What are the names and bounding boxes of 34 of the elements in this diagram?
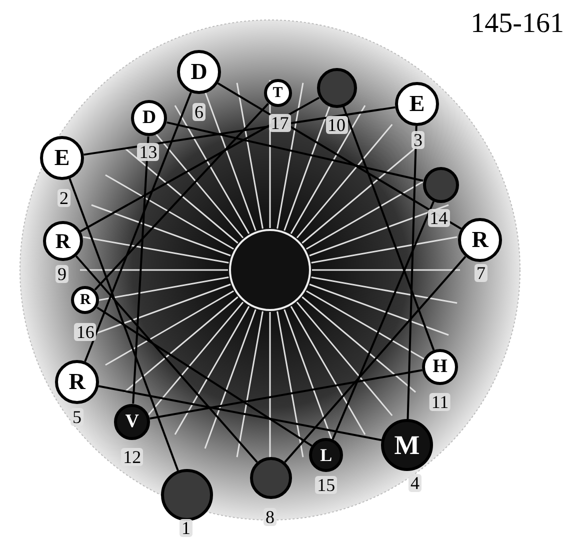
connector-line	[342, 106, 435, 350]
residue-number: 10	[326, 116, 348, 134]
residue-number: 9	[55, 265, 68, 284]
residue-number: 8	[264, 508, 276, 526]
residue-number: 12	[121, 448, 144, 466]
connector-line	[94, 103, 269, 290]
residue-number: 14	[428, 208, 450, 227]
connector-line	[406, 126, 418, 420]
connector-line	[166, 121, 424, 182]
title: 145-161	[470, 8, 564, 40]
connector-line	[68, 178, 179, 471]
residue-number: 16	[74, 323, 96, 342]
residue-number: 17	[268, 114, 291, 132]
residue-number: 2	[58, 189, 70, 207]
residue-number: 7	[474, 264, 488, 282]
connector-line	[84, 92, 192, 362]
connector-line	[84, 106, 396, 156]
residue-number: 3	[412, 131, 424, 149]
connector-line	[96, 306, 312, 447]
residue-number: 5	[70, 408, 84, 426]
connector-line	[75, 255, 258, 463]
connector-line	[332, 200, 435, 440]
residue-number: 4	[408, 474, 422, 492]
connector-line	[80, 96, 320, 232]
connector-line	[132, 136, 150, 404]
residue-number: 11	[429, 393, 451, 411]
residue-number: 15	[315, 476, 338, 494]
connector-line	[150, 369, 422, 420]
residue-number: 6	[192, 103, 206, 121]
residue-number: 13	[137, 143, 160, 162]
connector-line	[284, 256, 466, 463]
connector-line	[98, 385, 382, 442]
connector-line	[217, 82, 462, 230]
residue-number: 1	[180, 519, 192, 537]
